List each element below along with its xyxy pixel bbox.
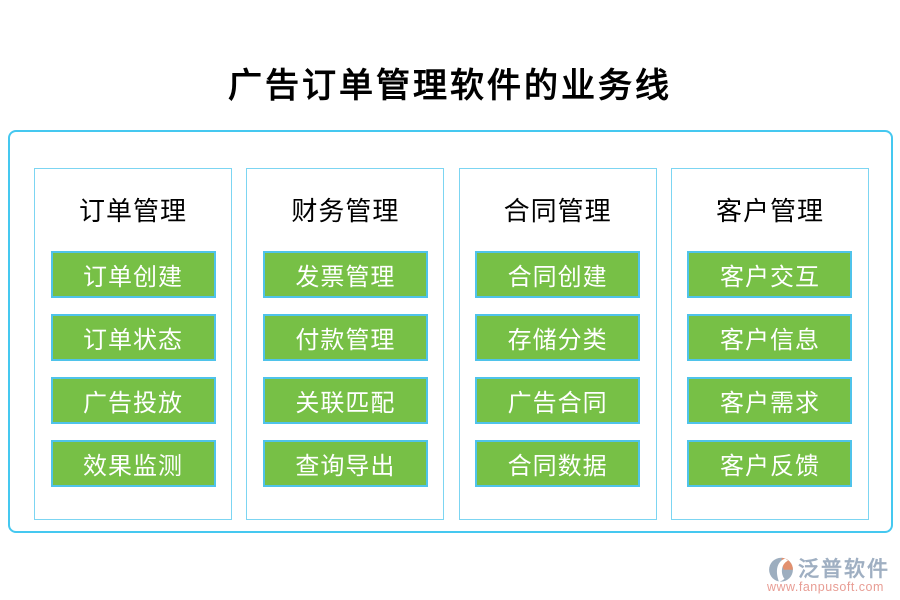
column-finance-management: 财务管理 发票管理 付款管理 关联匹配 查询导出 [246, 168, 445, 520]
node-customer-feedback: 客户反馈 [687, 440, 853, 487]
brand-name: 泛普软件 [798, 557, 890, 581]
column-header: 合同管理 [503, 197, 612, 226]
column-customer-management: 客户管理 客户交互 客户信息 客户需求 客户反馈 [670, 168, 869, 520]
node-order-create: 订单创建 [50, 251, 216, 298]
column-header: 财务管理 [291, 197, 400, 226]
node-query-export: 查询导出 [262, 440, 428, 487]
node-contract-create: 合同创建 [475, 251, 641, 298]
fanpu-logo-icon [769, 557, 793, 582]
node-ad-contract: 广告合同 [475, 377, 641, 424]
diagram-frame: 订单管理 订单创建 订单状态 广告投放 效果监测 财务管理 发票管理 付款管理 … [8, 130, 893, 533]
node-order-status: 订单状态 [50, 314, 216, 361]
node-effect-monitor: 效果监测 [50, 440, 216, 487]
node-customer-info: 客户信息 [687, 314, 853, 361]
brand-row: 泛普软件 [767, 555, 890, 583]
node-ad-delivery: 广告投放 [50, 377, 216, 424]
node-customer-demand: 客户需求 [687, 377, 853, 424]
node-storage-classify: 存储分类 [475, 314, 641, 361]
brand-website: www.fanpusoft.com [767, 580, 884, 594]
node-invoice-management: 发票管理 [262, 251, 428, 298]
node-contract-data: 合同数据 [475, 440, 641, 487]
column-contract-management: 合同管理 合同创建 存储分类 广告合同 合同数据 [458, 168, 657, 520]
column-header: 订单管理 [78, 197, 187, 226]
node-customer-interaction: 客户交互 [687, 251, 853, 298]
column-header: 客户管理 [715, 197, 824, 226]
node-payment-management: 付款管理 [262, 314, 428, 361]
column-order-management: 订单管理 订单创建 订单状态 广告投放 效果监测 [34, 168, 232, 520]
node-relation-match: 关联匹配 [262, 377, 428, 424]
page-title: 广告订单管理软件的业务线 [228, 68, 672, 105]
brand-footer: 泛普软件 www.fanpusoft.com [767, 555, 890, 594]
